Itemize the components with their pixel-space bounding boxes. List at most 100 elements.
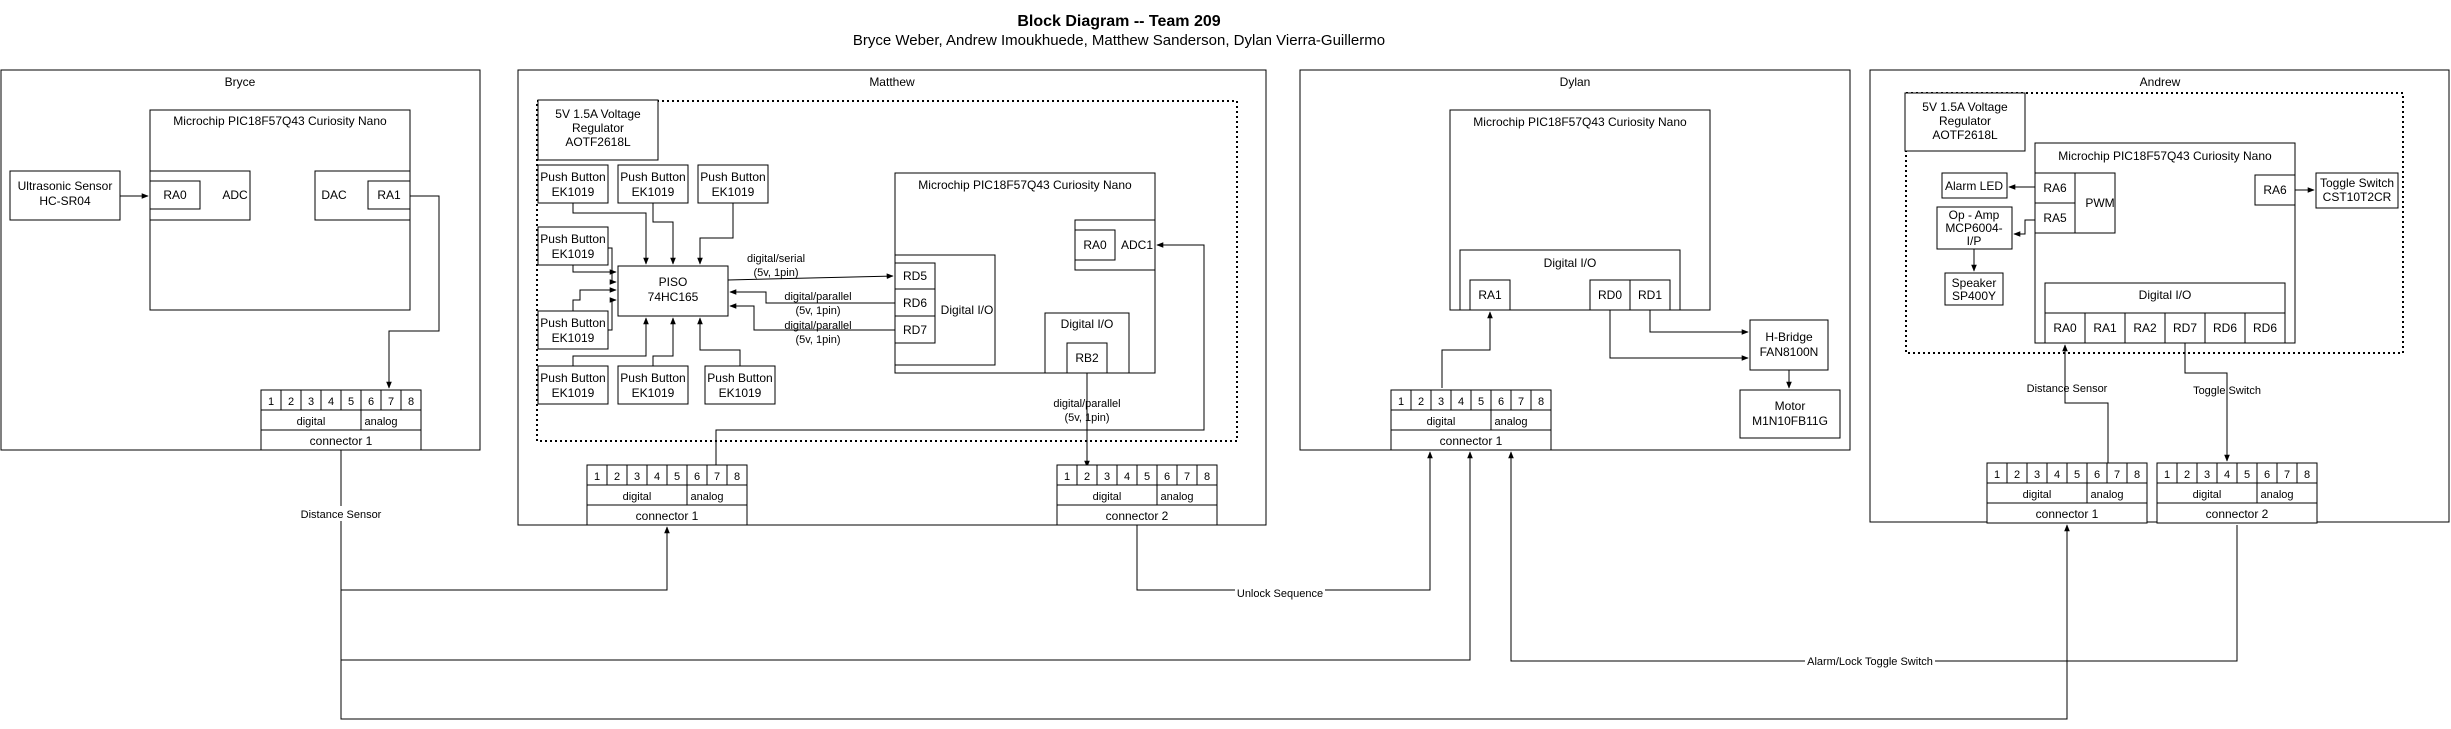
bryce-ra0-label: RA0	[163, 188, 187, 202]
svg-text:6: 6	[694, 471, 700, 483]
dylan-rd1-pin: RD1	[1638, 288, 1662, 302]
matthew-push-button-5: Push Button EK1019	[537, 310, 609, 350]
svg-text:RA6: RA6	[2263, 183, 2287, 197]
dylan-connector-1: 1 2 3 4 5 6 7 8 digital analog connector…	[1390, 389, 1552, 451]
svg-text:8: 8	[734, 471, 740, 483]
toggle-switch-block	[2315, 172, 2399, 209]
matthew-rb2-pin: RB2	[1075, 351, 1099, 365]
piso-shift-register	[617, 265, 729, 317]
unlock-sequence-link-label: Unlock Sequence	[1237, 588, 1323, 600]
svg-text:(5v, 1pin): (5v, 1pin)	[795, 334, 840, 346]
matthew-rd5-pin: RD5	[903, 269, 927, 283]
inter-board-wiring: Distance Sensor Unlock Sequence Alarm/Lo…	[296, 450, 2238, 720]
andrew-connector-2: 1 2 3 4 5 6 7 8 digital analog connector…	[2156, 462, 2318, 524]
matthew-mcu-label: Microchip PIC18F57Q43 Curiosity Nano	[918, 178, 1132, 192]
svg-text:4: 4	[2054, 469, 2060, 481]
matthew-voltage-regulator	[537, 99, 659, 161]
diagram-subtitle: Bryce Weber, Andrew Imoukhuede, Matthew …	[853, 32, 1385, 49]
andrew-panel: Andrew 5V 1.5A Voltage Regulator AOTF261…	[1869, 69, 2450, 524]
svg-text:5: 5	[2244, 469, 2250, 481]
svg-text:4: 4	[1124, 471, 1130, 483]
matthew-rd6-pin: RD6	[903, 296, 927, 310]
svg-text:2: 2	[1084, 471, 1090, 483]
svg-text:8: 8	[1538, 396, 1544, 408]
svg-text:digital: digital	[623, 491, 652, 503]
svg-text:3: 3	[634, 471, 640, 483]
svg-text:Push Button: Push Button	[540, 371, 605, 385]
svg-text:5: 5	[348, 396, 354, 408]
svg-text:SP400Y: SP400Y	[1952, 289, 1996, 303]
svg-text:5: 5	[674, 471, 680, 483]
dylan-connector-label: connector 1	[1440, 434, 1503, 448]
svg-text:5: 5	[2074, 469, 2080, 481]
svg-text:1: 1	[1994, 469, 2000, 481]
speaker-block	[1944, 272, 2004, 306]
andrew-pin-ra1: RA1	[2093, 321, 2117, 335]
svg-text:4: 4	[328, 396, 334, 408]
svg-text:I/P: I/P	[1967, 234, 1982, 248]
svg-text:1: 1	[1398, 396, 1404, 408]
bryce-panel: Bryce Ultrasonic Sensor HC-SR04 Microchi…	[0, 69, 481, 451]
andrew-toggle-switch-label: Toggle Switch	[2193, 385, 2261, 397]
svg-text:4: 4	[654, 471, 660, 483]
svg-text:3: 3	[1104, 471, 1110, 483]
svg-text:analog: analog	[364, 416, 397, 428]
svg-text:EK1019: EK1019	[712, 185, 755, 199]
svg-text:Regulator: Regulator	[1939, 114, 1991, 128]
matthew-push-button-3: Push Button EK1019	[697, 164, 769, 204]
svg-text:MCP6004-: MCP6004-	[1945, 221, 2002, 235]
svg-text:1: 1	[1064, 471, 1070, 483]
svg-text:EK1019: EK1019	[552, 185, 595, 199]
svg-text:1: 1	[268, 396, 274, 408]
andrew-pin-ra0: RA0	[2053, 321, 2077, 335]
svg-text:Op - Amp: Op - Amp	[1949, 208, 2000, 222]
svg-text:7: 7	[2114, 469, 2120, 481]
svg-text:Push Button: Push Button	[540, 170, 605, 184]
ultrasonic-sensor-part: HC-SR04	[39, 194, 91, 208]
svg-text:PISO: PISO	[659, 275, 688, 289]
bryce-dac-label: DAC	[321, 188, 347, 202]
dylan-panel: Dylan Microchip PIC18F57Q43 Curiosity Na…	[1299, 69, 1851, 451]
svg-text:H-Bridge: H-Bridge	[1765, 330, 1813, 344]
svg-text:7: 7	[714, 471, 720, 483]
matthew-connector-1: 1 2 3 4 5 6 7 8 digital analog connector…	[586, 464, 748, 526]
matthew-connector-2-label: connector 2	[1106, 509, 1169, 523]
bryce-ra1-label: RA1	[377, 188, 401, 202]
svg-text:EK1019: EK1019	[552, 247, 595, 261]
svg-text:8: 8	[1204, 471, 1210, 483]
svg-text:6: 6	[2094, 469, 2100, 481]
svg-text:74HC165: 74HC165	[648, 290, 699, 304]
svg-text:4: 4	[2224, 469, 2230, 481]
dylan-panel-title: Dylan	[1560, 75, 1591, 89]
matthew-adc1-label: ADC1	[1121, 238, 1153, 252]
matthew-digital-io-label-2: Digital I/O	[1061, 317, 1114, 331]
svg-text:7: 7	[388, 396, 394, 408]
svg-text:2: 2	[288, 396, 294, 408]
matthew-push-button-2: Push Button EK1019	[617, 164, 689, 204]
svg-text:5: 5	[1478, 396, 1484, 408]
andrew-ra6-output-pin	[2254, 174, 2296, 206]
bryce-adc-label: ADC	[222, 188, 248, 202]
bryce-ra1-pin	[367, 180, 411, 210]
svg-text:(5v, 1pin): (5v, 1pin)	[1064, 412, 1109, 424]
matthew-push-button-1: Push Button EK1019	[537, 164, 609, 204]
svg-text:3: 3	[308, 396, 314, 408]
svg-text:6: 6	[368, 396, 374, 408]
andrew-pin-ra2: RA2	[2133, 321, 2157, 335]
matthew-push-button-7: Push Button EK1019	[617, 365, 689, 405]
svg-text:Push Button: Push Button	[700, 170, 765, 184]
andrew-pin-rd6-b: RD6	[2253, 321, 2277, 335]
andrew-distance-sensor-label: Distance Sensor	[2027, 383, 2108, 395]
svg-text:7: 7	[1518, 396, 1524, 408]
svg-text:Speaker: Speaker	[1952, 276, 1997, 290]
svg-text:EK1019: EK1019	[719, 386, 762, 400]
svg-text:Push Button: Push Button	[540, 232, 605, 246]
svg-text:6: 6	[1498, 396, 1504, 408]
svg-text:Push Button: Push Button	[620, 371, 685, 385]
svg-text:7: 7	[2284, 469, 2290, 481]
svg-text:8: 8	[2134, 469, 2140, 481]
svg-text:6: 6	[2264, 469, 2270, 481]
parallel-link-label-1: digital/parallel	[784, 291, 851, 303]
svg-text:analog: analog	[2090, 489, 2123, 501]
